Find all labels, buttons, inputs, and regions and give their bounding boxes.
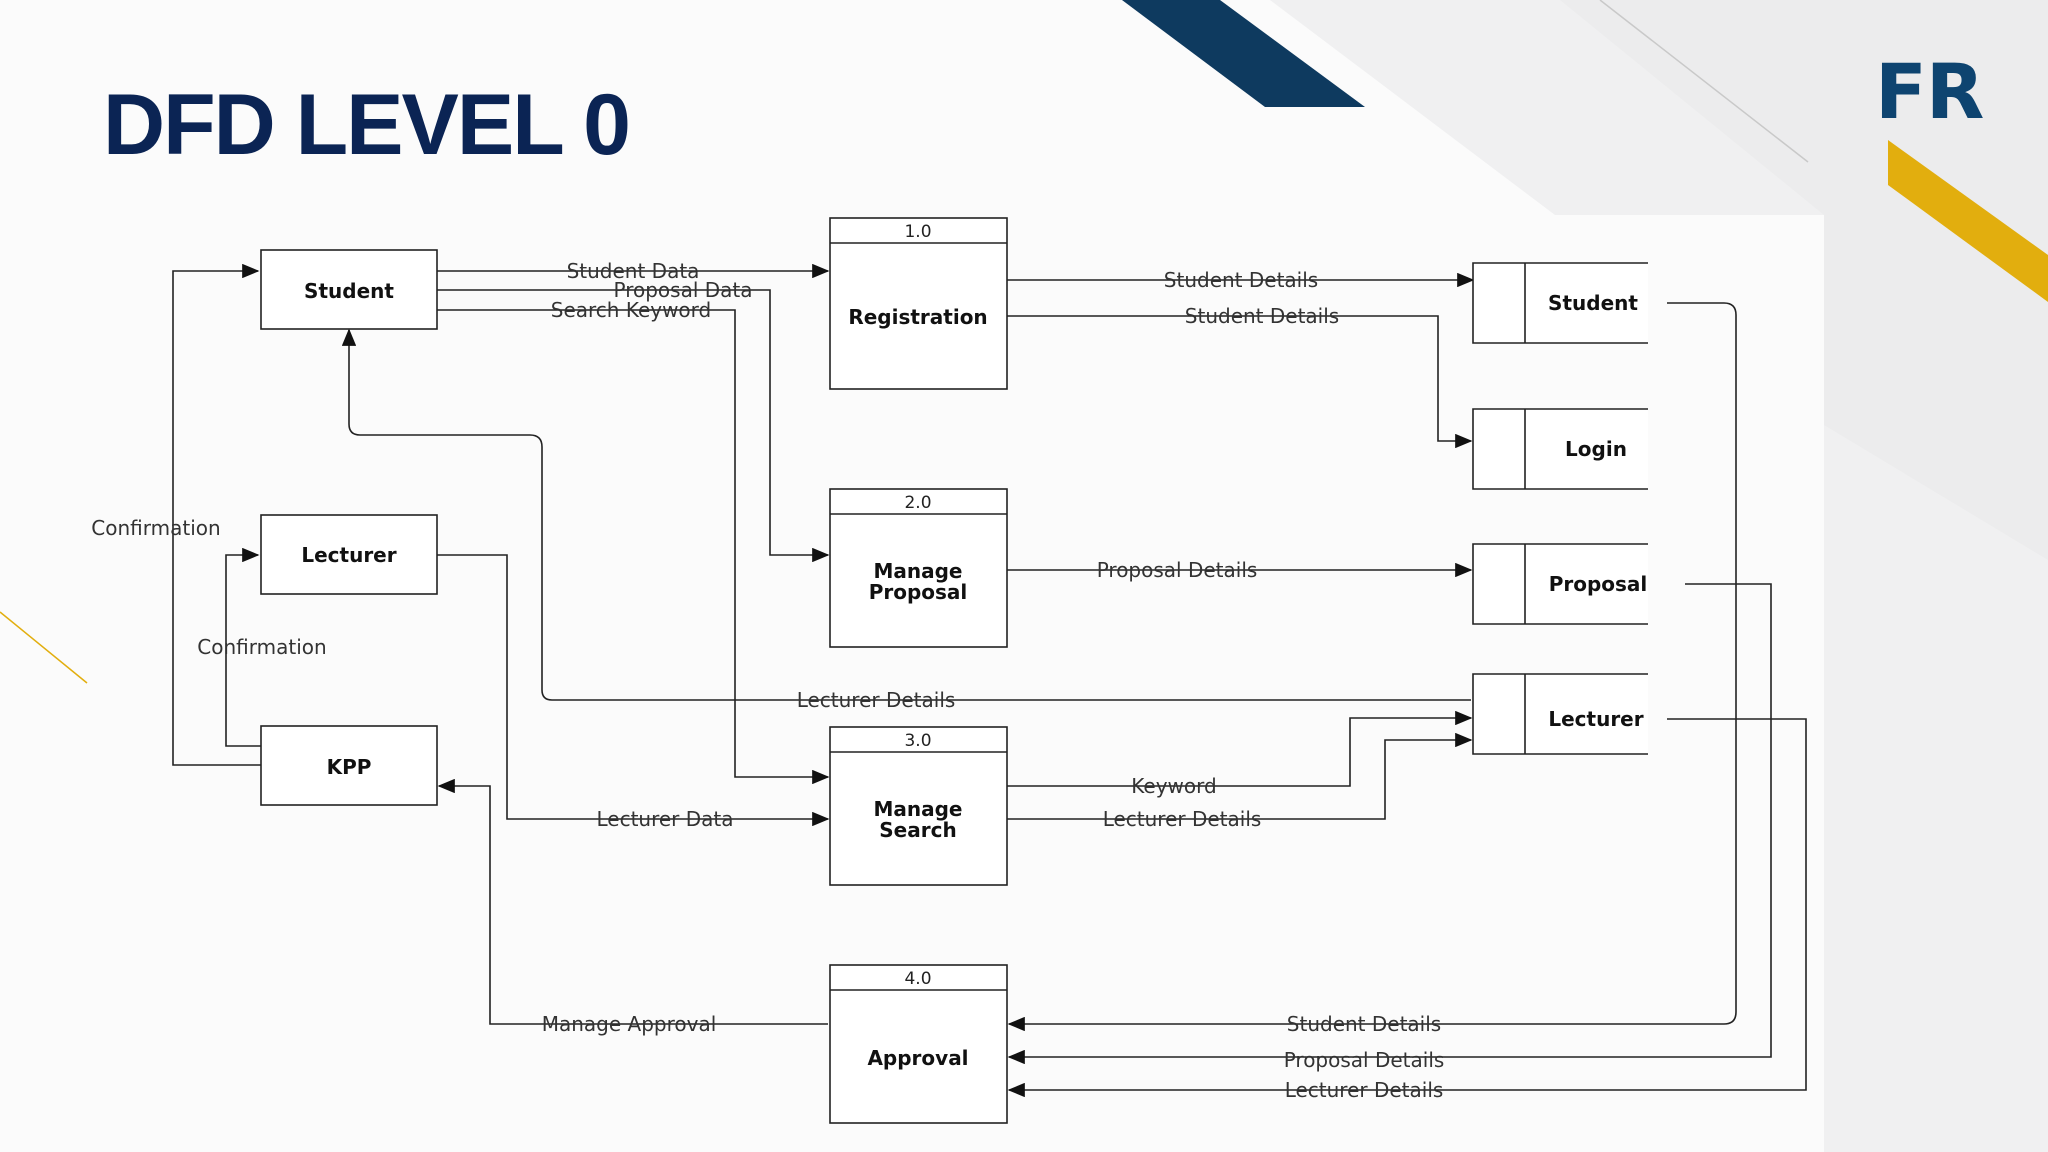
process-id: 1.0	[904, 222, 931, 242]
process-approval: 4.0 Approval	[829, 964, 1008, 1124]
flow-approval-student-details	[1007, 302, 1737, 1032]
store-student-label: Student	[1548, 291, 1638, 315]
flow-manage-approval	[437, 778, 828, 1025]
label-confirmation-1: Confirmation	[91, 516, 220, 540]
process-registration: 1.0 Registration	[829, 217, 1008, 390]
flow-keyword	[1007, 710, 1473, 787]
process-name: Registration	[848, 305, 987, 329]
flow-lecturer-details-from-search	[1007, 732, 1473, 820]
process-name-line-1: Manage	[873, 559, 962, 583]
label-proposal-details: Proposal Details	[1097, 558, 1258, 582]
flow-student-details-to-login	[1007, 315, 1473, 449]
gold-stripe	[1888, 140, 2048, 302]
process-name: Approval	[867, 1046, 968, 1070]
flow-labels: Student Data Proposal Data Search Keywor…	[91, 259, 1444, 1102]
process-name-line-1: Manage	[873, 797, 962, 821]
label-search-keyword: Search Keyword	[551, 298, 712, 322]
flow-lecturer-details-to-student	[341, 328, 1471, 701]
label-approval-proposal-details: Proposal Details	[1284, 1048, 1445, 1072]
label-student-data: Student Data	[567, 259, 700, 283]
entity-lecturer: Lecturer	[260, 514, 438, 595]
flow-proposal-data	[437, 289, 830, 563]
process-name-line-2: Search	[879, 818, 956, 842]
thin-divider-line	[1599, 0, 1809, 163]
label-approval-lecturer-details: Lecturer Details	[1285, 1078, 1444, 1102]
entity-lecturer-label: Lecturer	[301, 543, 396, 567]
label-confirmation-2: Confirmation	[197, 635, 326, 659]
flow-confirmation-to-student	[172, 263, 261, 766]
label-student-details-2: Student Details	[1185, 304, 1339, 328]
label-lecturer-data: Lecturer Data	[596, 807, 733, 831]
flow-search-keyword	[437, 309, 830, 785]
flow-approval-proposal-details	[1007, 583, 1772, 1065]
entity-kpp-label: KPP	[327, 755, 372, 779]
process-name-line-2: Proposal	[869, 580, 968, 604]
label-keyword: Keyword	[1131, 774, 1216, 798]
label-student-details-1: Student Details	[1164, 268, 1318, 292]
process-id: 4.0	[904, 969, 931, 989]
flow-approval-lecturer-details	[1007, 718, 1807, 1098]
store-login: Login	[1472, 408, 1648, 490]
store-login-label: Login	[1565, 437, 1627, 461]
flow-confirmation-to-lecturer	[225, 547, 261, 747]
flow-lecturer-data	[437, 554, 830, 827]
label-proposal-data: Proposal Data	[613, 278, 752, 302]
entity-student: Student	[260, 249, 438, 330]
entity-student-label: Student	[304, 279, 394, 303]
entity-kpp: KPP	[260, 725, 438, 806]
flow-lines	[172, 263, 1807, 1098]
process-id: 3.0	[904, 731, 931, 751]
label-lecturer-details: Lecturer Details	[797, 688, 956, 712]
process-id: 2.0	[904, 493, 931, 513]
fr-logo: FR	[1875, 47, 1984, 136]
gold-thin-line	[0, 611, 88, 684]
store-proposal: Proposal	[1472, 543, 1648, 625]
navy-stripe	[1122, 0, 1365, 107]
slide-title: DFD LEVEL 0	[103, 77, 631, 173]
store-proposal-label: Proposal	[1549, 572, 1648, 596]
grey-panel-upper	[1560, 0, 2048, 560]
process-manage-search: 3.0 Manage Search	[829, 726, 1008, 886]
store-lecturer-label: Lecturer	[1548, 707, 1643, 731]
store-student: Student	[1472, 262, 1648, 344]
label-manage-approval: Manage Approval	[542, 1012, 717, 1036]
store-lecturer: Lecturer	[1472, 673, 1648, 755]
process-manage-proposal: 2.0 Manage Proposal	[829, 488, 1008, 648]
label-lecturer-details-2: Lecturer Details	[1103, 807, 1262, 831]
label-approval-student-details: Student Details	[1287, 1012, 1441, 1036]
